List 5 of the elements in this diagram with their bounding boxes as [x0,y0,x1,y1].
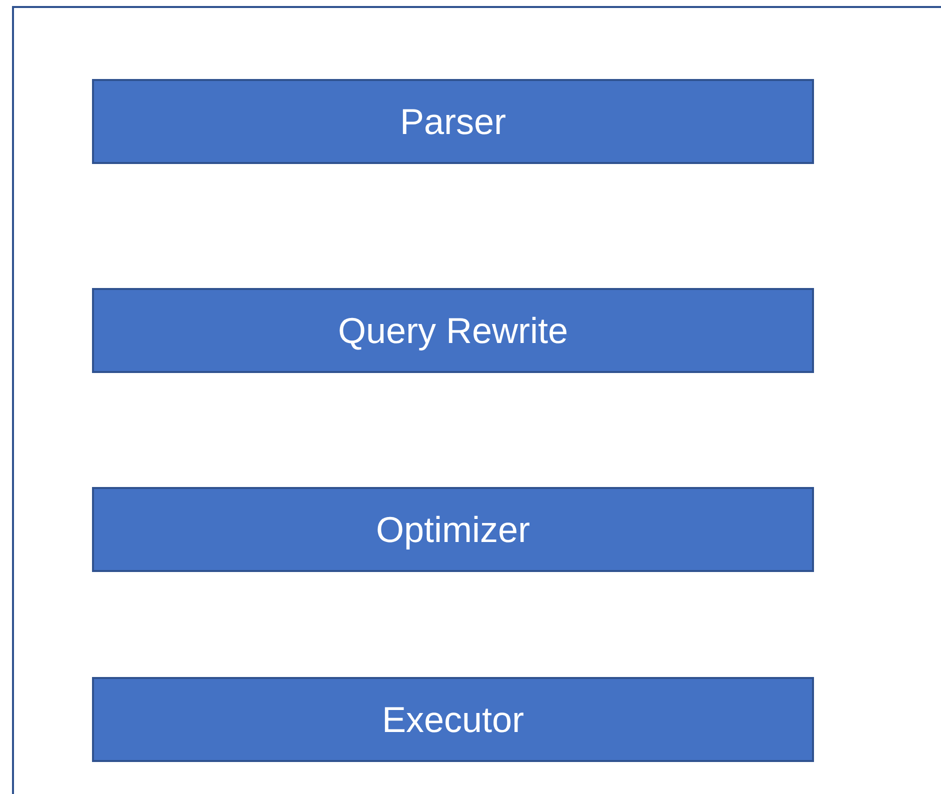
process-box: Executor [92,677,814,762]
process-box: Parser [92,79,814,164]
process-box: Query Rewrite [92,288,814,373]
frame-box [12,6,941,794]
process-box: Optimizer [92,487,814,572]
